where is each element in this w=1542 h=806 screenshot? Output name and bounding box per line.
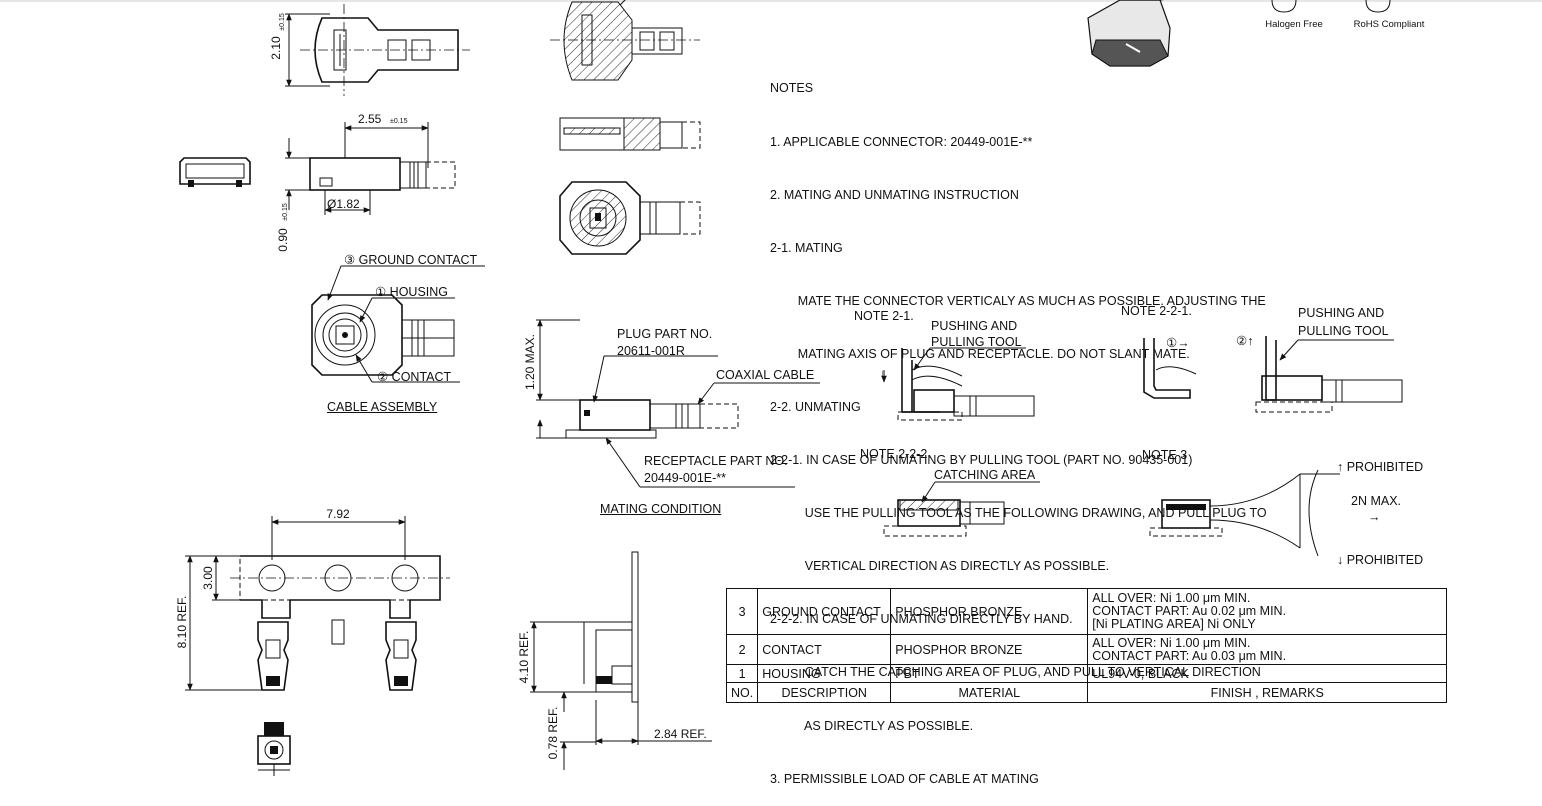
dim-8-10-ref: 8.10 REF. (175, 596, 189, 649)
note-2-2-1-figure (1143, 336, 1403, 413)
dim-diameter: Ø1.82 (327, 197, 360, 211)
note-2-1-figure (881, 347, 1035, 421)
callout-housing: ① HOUSING (375, 285, 449, 299)
dim-2-55: 2.55 (358, 112, 382, 126)
note-line: 1. APPLICABLE CONNECTOR: 20449-001E-** (770, 134, 1033, 149)
bom-finish-line: CONTACT PART: Au 0.03 μm MIN. (1092, 648, 1287, 663)
plug-part-value: 20611-001R (617, 344, 685, 358)
note-line: 2-2-1. IN CASE OF UNMATING BY PULLING TO… (770, 453, 1193, 468)
table-row: 2 CONTACT PHOSPHOR BRONZE ALL OVER: Ni 1… (725, 634, 1448, 665)
note-line: 2-1. MATING (770, 240, 843, 255)
note-line: 2. MATING AND UNMATING INSTRUCTION (770, 187, 1019, 202)
halogen-free-icon (1271, 0, 1297, 13)
bom-finish: ALL OVER: Ni 1.00 μm MIN. CONTACT PART: … (1087, 634, 1448, 665)
step-2-label: ②↑ (1236, 334, 1254, 348)
dim-0-90: 0.90 (276, 228, 290, 252)
bom-finish: UL94V-0, BLACK (1087, 664, 1448, 683)
dim-2-84-ref: 2.84 REF. (654, 727, 707, 741)
bom-material: PBT (890, 664, 1089, 683)
halogen-free-label: Halogen Free (1265, 19, 1323, 30)
bom-finish-line: ALL OVER: Ni 1.00 μm MIN. (1092, 635, 1251, 650)
bom-desc: CONTACT (757, 634, 892, 665)
note-2-1-tool-label: PUSHING AND (931, 319, 1018, 333)
dim-7-92: 7.92 (326, 507, 350, 521)
catching-area-label: CATCHING AREA (934, 468, 1036, 482)
note-line: 3. PERMISSIBLE LOAD OF CABLE AT MATING (770, 771, 1039, 786)
header-description: DESCRIPTION (757, 682, 892, 703)
mating-condition-view (536, 319, 820, 488)
drawing-canvas: 2.10 ±0.15 2.55 ±0.15 Ø1.82 0.90 ±0.15 (175, 0, 1425, 776)
mating-condition-title: MATING CONDITION (600, 502, 722, 516)
connector-front-bottom (257, 722, 291, 776)
bom-finish-line: ALL OVER: Ni 1.00 μm MIN. (1092, 591, 1251, 605)
prohibited-up-label: ↑ PROHIBITED (1337, 460, 1424, 474)
note-line: MATE THE CONNECTOR VERTICALY AS MUCH AS … (770, 293, 1266, 308)
note-2-2-1-tool-label: PUSHING AND (1298, 306, 1385, 320)
coaxial-cable-label: COAXIAL CABLE (716, 368, 815, 382)
note-line: 2-2. UNMATING (770, 399, 861, 414)
bill-of-materials-table: 3 GROUND CONTACT PHOSPHOR BRONZE ALL OVE… (725, 588, 1448, 703)
bom-material: PHOSPHOR BRONZE (890, 588, 1089, 635)
connector-3d-render (1087, 0, 1171, 67)
dim-3-00: 3.00 (201, 566, 215, 590)
note-line: VERTICAL DIRECTION AS DIRECTLY AS POSSIB… (770, 559, 1110, 574)
plug-part-label: PLUG PART NO. (617, 327, 713, 341)
rohs-compliant-icon (1365, 0, 1391, 13)
bom-no: 2 (725, 634, 759, 665)
prohibited-down-label: ↓ PROHIBITED (1337, 553, 1424, 567)
dim-2-55-tol: ±0.15 (390, 118, 408, 125)
cable-assembly-view (311, 265, 485, 383)
bom-desc: HOUSING (757, 664, 892, 683)
step-1-label: ①→ (1166, 336, 1190, 350)
header-finish: FINISH , REMARKS (1087, 682, 1448, 703)
dim-1-20-max: 1.20 MAX. (523, 334, 537, 390)
note-2-1-tool-label-2: PULLING TOOL (931, 335, 1022, 349)
receptacle-part-label: RECEPTACLE PART NO. (644, 454, 788, 468)
table-row: 1 HOUSING PBT UL94V-0, BLACK (725, 664, 1448, 683)
receptacle-part-value: 20449-001E-** (644, 471, 727, 485)
dim-0-78-ref: 0.78 REF. (546, 707, 560, 760)
table-header-row: NO. DESCRIPTION MATERIAL FINISH , REMARK… (725, 682, 1448, 703)
bom-no: 3 (725, 588, 759, 635)
plug-front-small (179, 157, 251, 187)
note-2-1-title: NOTE 2-1. (854, 309, 914, 323)
note-line: MATING AXIS OF PLUG AND RECEPTACLE. DO N… (770, 346, 1190, 361)
note-2-2-2-figure (883, 481, 1040, 537)
note-2-2-1-tool-label-2: PULLING TOOL (1298, 324, 1389, 338)
table-row: 3 GROUND CONTACT PHOSPHOR BRONZE ALL OVE… (725, 588, 1448, 635)
page-top-border (0, 0, 1542, 2)
section-views (550, 0, 701, 255)
bom-finish: ALL OVER: Ni 1.00 μm MIN. CONTACT PART: … (1087, 588, 1448, 635)
dim-4-10-ref: 4.10 REF. (517, 631, 531, 684)
carrier-strip-view (185, 516, 450, 691)
callout-ground-contact: ③ GROUND CONTACT (344, 253, 478, 267)
note-line: USE THE PULLING TOOL AS THE FOLLOWING DR… (770, 506, 1267, 521)
bom-desc: GROUND CONTACT (757, 588, 892, 635)
max-load-label: 2N MAX. (1351, 494, 1402, 508)
plug-side-view (285, 122, 456, 215)
note-2-2-1-title: NOTE 2-2-1. (1121, 304, 1192, 318)
side-elevation-view (530, 551, 712, 770)
bom-material: PHOSPHOR BRONZE (890, 634, 1089, 665)
cable-assembly-title: CABLE ASSEMBLY (327, 400, 438, 414)
rohs-label: RoHS Compliant (1354, 19, 1425, 30)
dim-0-90-tol: ±0.15 (282, 203, 289, 221)
header-material: MATERIAL (890, 682, 1089, 703)
push-down-arrow-icon: ↓ (880, 368, 886, 380)
load-arrow-icon: → (1368, 510, 1381, 524)
bom-finish-line: [Ni PLATING AREA] Ni ONLY (1092, 617, 1256, 631)
dim-2-10: 2.10 (269, 36, 283, 60)
bom-no: 1 (725, 664, 759, 683)
note-line: AS DIRECTLY AS POSSIBLE. (770, 718, 974, 733)
bom-finish-line: CONTACT PART: Au 0.02 μm MIN. (1092, 604, 1287, 618)
note-3-title: NOTE 3 (1142, 448, 1188, 462)
note-2-2-2-title: NOTE 2-2-2. (860, 447, 931, 461)
callout-contact: ② CONTACT (377, 370, 452, 384)
note-3-figure (1149, 469, 1340, 557)
notes-title: NOTES (770, 81, 814, 96)
header-no: NO. (725, 682, 759, 703)
plug-top-view (285, 4, 470, 96)
dim-2-10-tol: ±0.15 (279, 13, 286, 31)
